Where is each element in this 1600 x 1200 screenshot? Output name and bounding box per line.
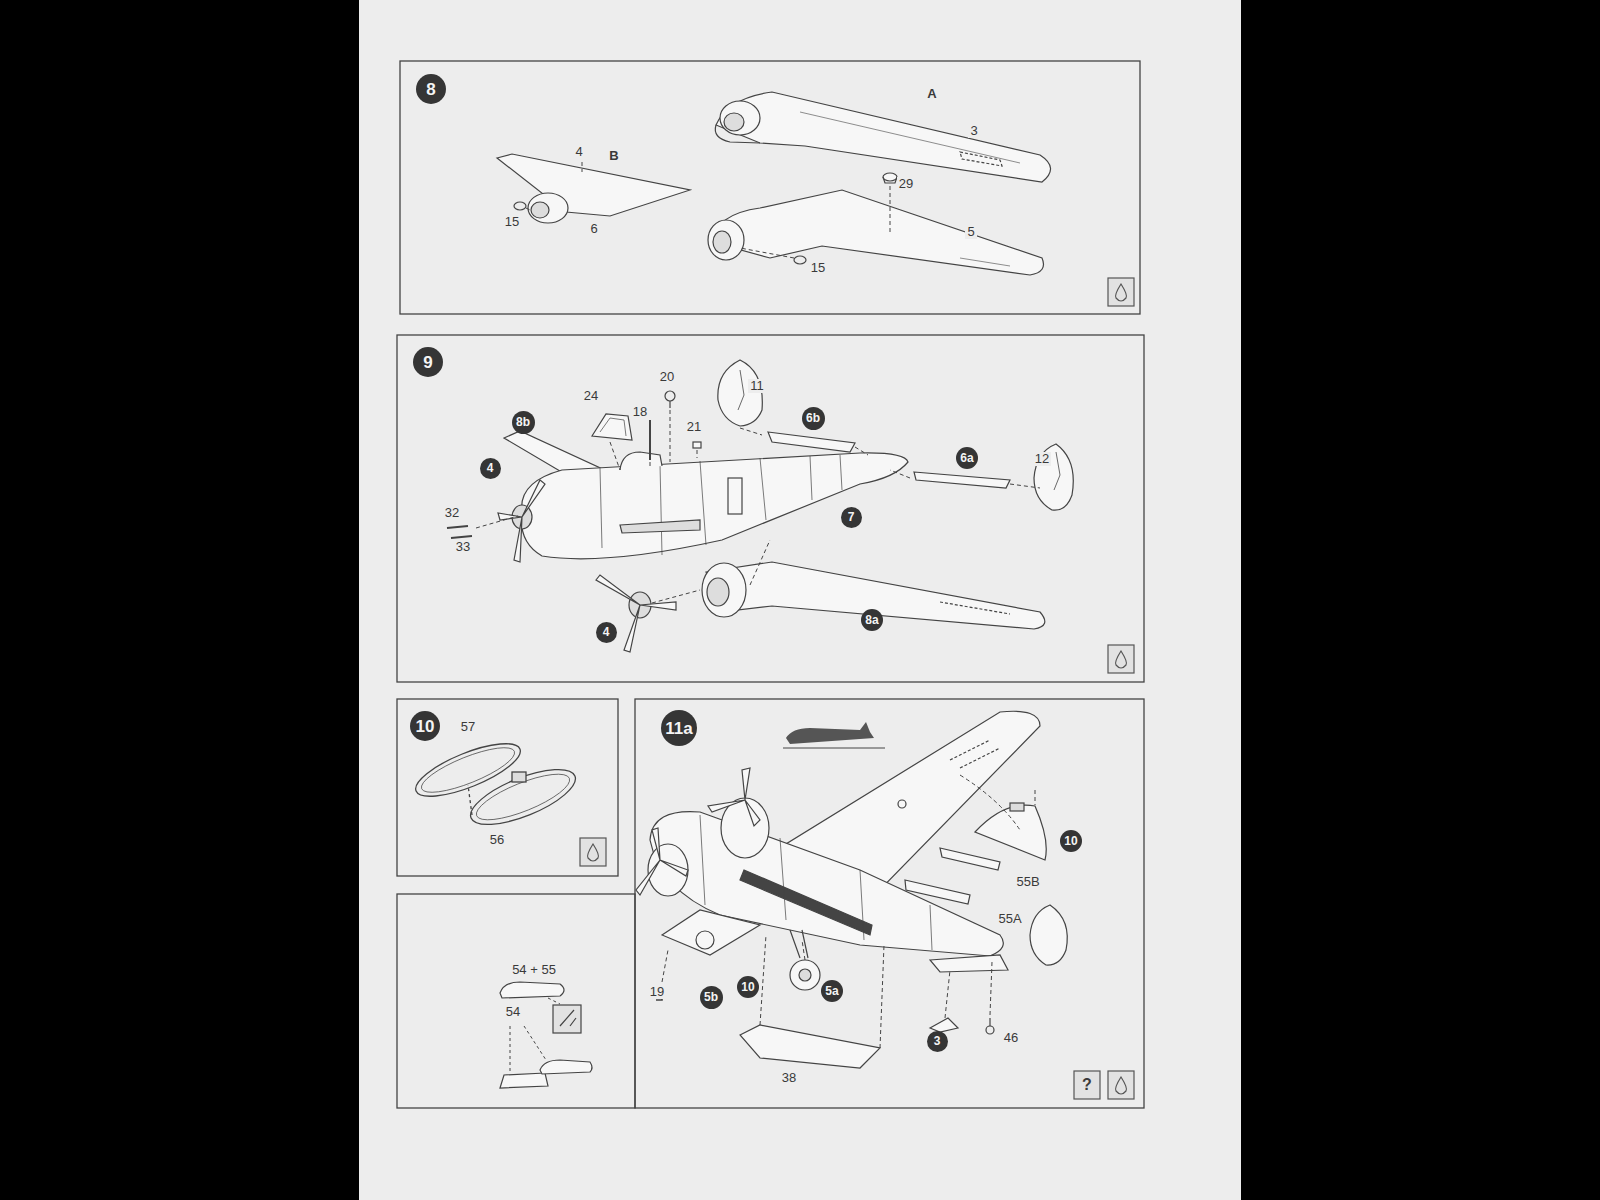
- number-text: 8b: [516, 416, 530, 428]
- callout-number: 4: [480, 458, 501, 479]
- number-text: 5a: [825, 985, 838, 997]
- number-text: 11a: [665, 720, 692, 737]
- part-number: 4: [573, 145, 584, 159]
- callout-number: 8b: [512, 411, 535, 434]
- part-number: 15: [503, 215, 521, 229]
- part-number: ?: [1080, 1076, 1094, 1094]
- part-number: 19: [648, 985, 666, 999]
- part-number: 11: [748, 379, 766, 393]
- step-number: 9: [413, 347, 443, 377]
- part-number: 15: [809, 261, 827, 275]
- part-number: 32: [443, 506, 461, 520]
- number-text: 6a: [960, 452, 973, 464]
- part-number: 54: [504, 1005, 522, 1019]
- callout-number: 5a: [821, 980, 843, 1002]
- number-text: 3: [934, 1035, 941, 1047]
- part-number: 57: [459, 720, 477, 734]
- part-number: 6: [588, 222, 599, 236]
- step-number: 11a: [661, 710, 697, 746]
- callout-number: 8a: [861, 609, 883, 631]
- part-number: 54 + 55: [510, 963, 558, 977]
- callout-number: 10: [737, 976, 759, 998]
- part-number: 5: [965, 225, 976, 239]
- part-number: B: [607, 149, 620, 163]
- callout-number: 10: [1060, 830, 1082, 852]
- number-text: 5b: [704, 991, 718, 1003]
- part-number: 38: [780, 1071, 798, 1085]
- callout-number: 6b: [802, 407, 825, 430]
- callout-number: 4: [596, 622, 617, 643]
- part-number: 20: [658, 370, 676, 384]
- part-number: 56: [488, 833, 506, 847]
- number-text: 9: [423, 354, 432, 371]
- number-text: 4: [487, 462, 494, 474]
- part-number: 21: [685, 420, 703, 434]
- part-number: 12: [1033, 452, 1051, 466]
- part-number: A: [925, 87, 938, 101]
- callout-number: 5b: [700, 986, 723, 1009]
- part-number: 29: [897, 177, 915, 191]
- number-text: 7: [848, 511, 855, 523]
- part-number: 55A: [996, 912, 1023, 926]
- callout-number: 7: [841, 507, 862, 528]
- part-number: 46: [1002, 1031, 1020, 1045]
- step-number: 10: [410, 711, 440, 741]
- number-text: 10: [1064, 835, 1077, 847]
- number-text: 10: [416, 718, 435, 735]
- callout-number: 3: [927, 1031, 948, 1052]
- step-number: 8: [416, 74, 446, 104]
- number-text: 4: [603, 626, 610, 638]
- part-number: 18: [631, 405, 649, 419]
- callout-number: 6a: [956, 447, 978, 469]
- number-text: 10: [741, 981, 754, 993]
- number-text: 6b: [806, 412, 820, 424]
- part-number: 3: [968, 124, 979, 138]
- number-text: 8a: [865, 614, 878, 626]
- part-number: 24: [582, 389, 600, 403]
- part-number: 33: [454, 540, 472, 554]
- part-number: 55B: [1014, 875, 1041, 889]
- number-text: 8: [426, 81, 435, 98]
